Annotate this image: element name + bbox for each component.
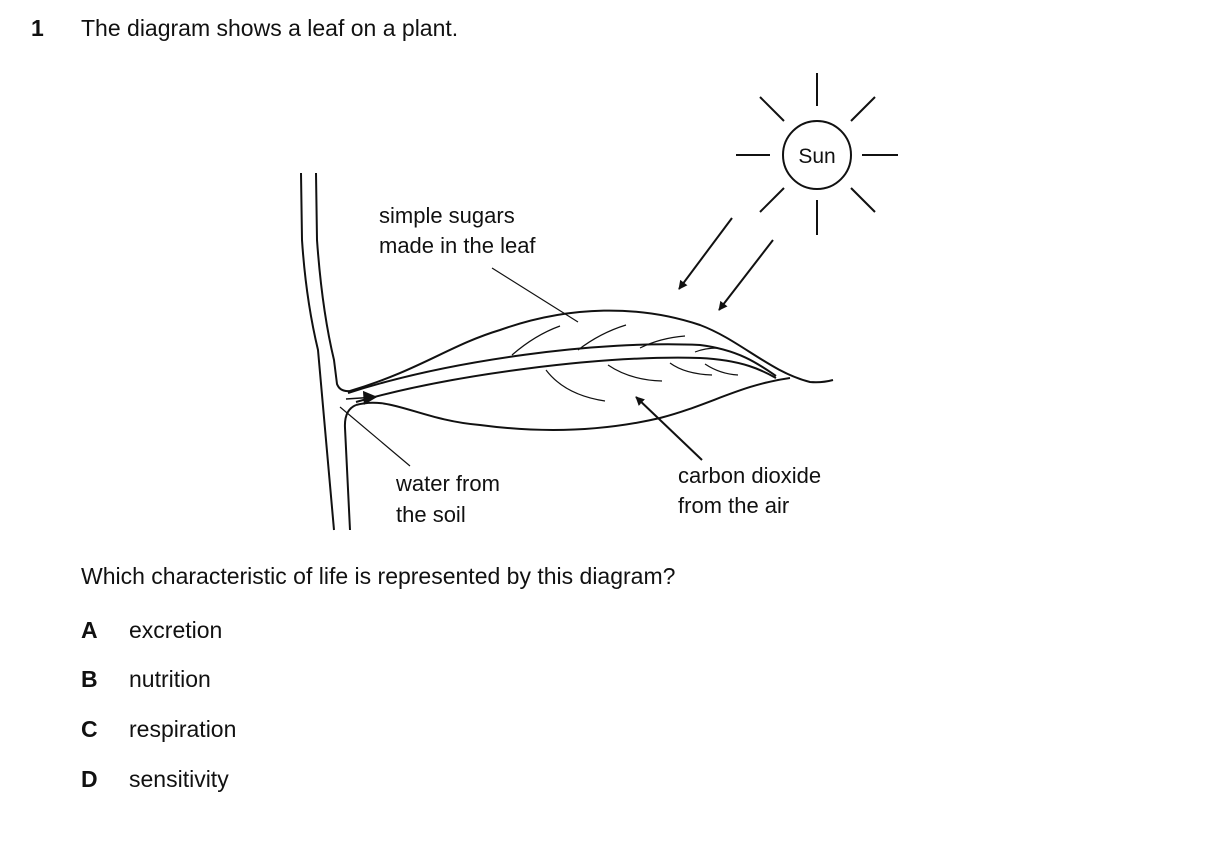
co2-label-line-2: from the air xyxy=(678,493,789,518)
option-text: nutrition xyxy=(129,666,211,692)
sugars-label-line-1: simple sugars xyxy=(379,203,515,228)
sugars-leader-line xyxy=(491,267,579,323)
sun-label: Sun xyxy=(798,145,835,168)
sun-icon xyxy=(736,73,898,235)
question-prompt: Which characteristic of life is represen… xyxy=(81,563,676,589)
sugars-label-line-2: made in the leaf xyxy=(379,233,536,258)
sunlight-arrow-2 xyxy=(718,239,774,311)
leaf xyxy=(347,309,834,432)
plant-stem xyxy=(300,172,357,531)
option-letter: B xyxy=(81,666,98,692)
water-arrow xyxy=(345,390,378,405)
option-letter: C xyxy=(81,716,98,742)
option-letter: A xyxy=(81,617,98,643)
carbon-dioxide-arrow xyxy=(635,396,703,461)
option-text: sensitivity xyxy=(129,766,229,792)
water-label-line-2: the soil xyxy=(396,502,466,527)
water-leader-line xyxy=(339,406,411,467)
option-letter: D xyxy=(81,766,98,792)
water-label-line-1: water from xyxy=(395,471,500,496)
leaf-veins xyxy=(511,324,739,402)
question-stem: The diagram shows a leaf on a plant. xyxy=(81,15,459,41)
question-number: 1 xyxy=(31,15,44,41)
co2-label-line-1: carbon dioxide xyxy=(678,463,821,488)
option-text: respiration xyxy=(129,716,237,742)
sunlight-arrow-1 xyxy=(678,217,733,290)
option-text: excretion xyxy=(129,617,223,643)
